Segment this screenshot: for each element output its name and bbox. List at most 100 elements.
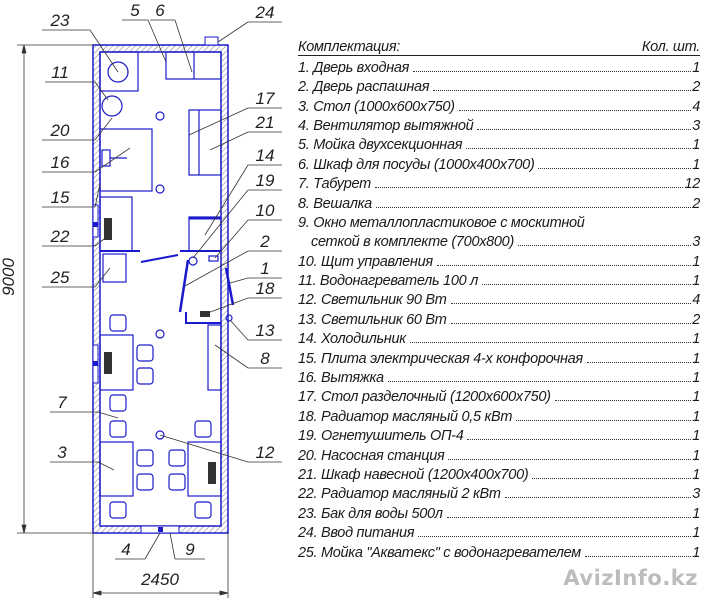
leader-line [188,107,282,136]
qty-header: Кол. шт. [641,39,700,56]
dot-leader [448,458,692,460]
window-left-1 [92,204,99,238]
callout-label: 19 [256,171,275,190]
dot-leader [450,322,692,324]
callout: 25 [42,267,111,288]
table-3c [187,441,222,497]
dimensions [17,44,229,598]
legend-item: 8. Вешалка 2 [298,192,700,212]
callout: 10 [214,201,282,259]
callout: 6 [150,1,193,73]
callout-label: 13 [256,321,275,340]
callout: 7 [50,393,119,419]
callout: 22 [42,227,109,247]
dot-leader [374,187,684,189]
callout: 5 [122,1,167,63]
legend-item-name: 2. Дверь распашная [298,79,430,96]
dot-leader [409,342,692,344]
legend-item-qty: 1 [692,350,700,367]
legend-item: 1. Дверь входная 1 [298,56,700,76]
callout: 13 [229,319,282,341]
callout: 1 [229,259,282,284]
sink-25 [102,253,127,283]
callout: 21 [209,113,282,151]
legend-item-qty: 1 [692,428,700,445]
leader-line [42,235,109,247]
hanger-8 [207,324,222,391]
legend-item: 14. Холодильник 1 [298,328,700,347]
dot-leader [516,419,692,421]
leader-line [204,164,282,236]
legend-title: Комплектация: [298,39,400,56]
legend-header: Комплектация: Кол. шт. [298,36,700,57]
legend-item: 3. Стол (1000x600x750)4 [298,95,700,115]
leader-line [192,189,282,259]
dot-leader [413,70,692,72]
legend-item: 9. Окно металлопластиковое с москитной [298,212,700,231]
legend-item-qty: 1 [692,253,700,270]
callout: 19 [192,171,282,259]
callout-label: 8 [260,349,270,368]
legend-item: 18. Радиатор масляный 0,5 кВт 1 [298,405,700,425]
legend-item-name: 1. Дверь входная [298,59,410,76]
callout-label: 1 [260,259,269,278]
dot-leader [418,536,692,538]
callout: 4 [115,532,161,560]
leader-line [50,411,119,419]
callout-label: 14 [256,146,275,165]
legend-item-name: 18. Радиатор масляный 0,5 кВт [298,408,513,425]
table-3b [99,441,134,497]
lamps-12 [155,111,165,440]
legend-item-qty: 1 [692,331,700,348]
callout-label: 20 [50,121,70,140]
water-heater-11 [101,95,123,117]
legend-item-name: 20. Насосная станция [298,447,445,464]
legend-item-name: сеткой в комплекте (700x800) [311,234,514,251]
dot-leader [481,284,692,286]
legend-item-name: 23. Бак для воды 500л [298,505,443,522]
leader-line [42,29,119,73]
callout-label: 25 [50,268,70,287]
legend-item-name: 8. Вешалка [298,195,372,212]
door-1 [224,267,235,306]
leader-line [122,19,167,63]
dot-leader [466,148,692,150]
legend-item-name: 12. Светильник 90 Вт [298,292,447,309]
legend-item-qty: 4 [692,98,700,115]
legend-item-name: 14. Холодильник [298,331,406,348]
callout: 15 [42,183,101,208]
legend-item-qty: 1 [692,370,700,387]
dot-leader [554,400,692,402]
dot-leader [458,109,692,111]
legend-item-qty: 1 [692,59,700,76]
leader-line [229,277,282,284]
walls [92,36,229,534]
legend-item-qty: 1 [692,408,700,425]
legend-item-qty: 1 [692,273,700,290]
extinguisher-19 [188,256,198,266]
dot-leader [532,477,692,479]
callout: 17 [188,89,282,136]
stools-7 [109,314,212,519]
callout: 16 [42,147,131,173]
legend-item-name: 22. Радиатор масляный 2 кВт [298,486,501,503]
legend-item-qty: 2 [692,195,700,212]
leader-line [209,131,282,151]
callout: 2 [184,232,282,287]
fan-bottom [158,527,163,532]
legend-item-qty: 3 [692,486,700,503]
callout: 9 [169,532,205,560]
panel-10 [208,255,219,262]
dot-leader [436,264,692,266]
watermark: AvizInfo.kz [563,566,698,590]
legend-item-name: 25. Мойка "Акватекс" с водонагревателем [298,544,581,561]
legend-item-name: 13. Светильник 60 Вт [298,311,447,328]
callout: 14 [204,146,282,236]
callout: 18 [204,279,282,315]
